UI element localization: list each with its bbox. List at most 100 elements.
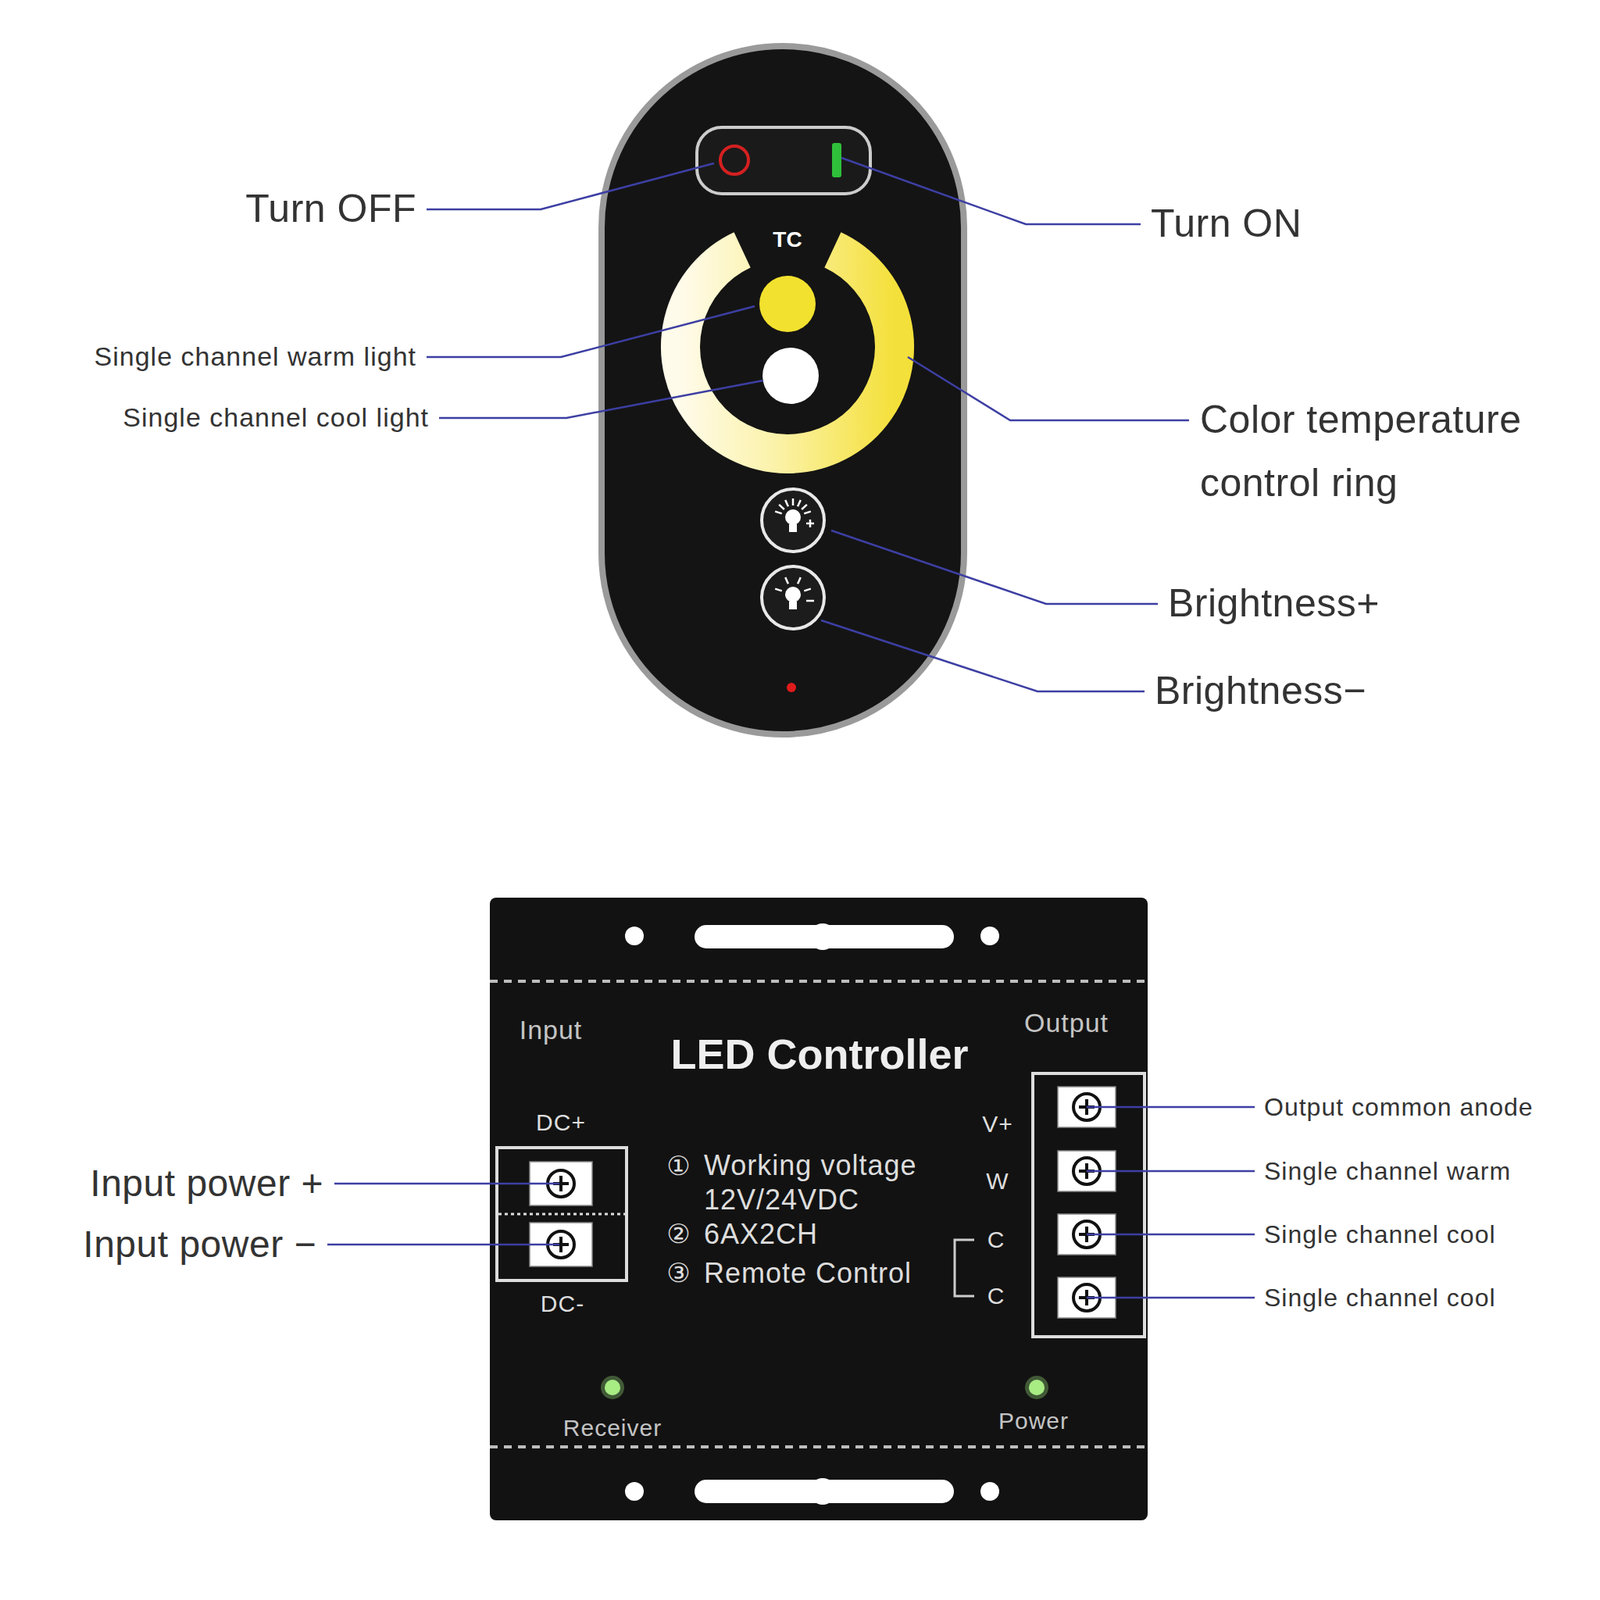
leader-line <box>1086 1296 1255 1300</box>
leader-line <box>439 380 764 418</box>
leader-line <box>841 157 1141 225</box>
remote-control: TC <box>601 46 965 735</box>
brightness-button <box>761 489 825 552</box>
remote-body <box>601 46 965 735</box>
status-led <box>1028 1379 1045 1396</box>
brightness-button <box>761 566 825 629</box>
brightness-button <box>775 511 783 515</box>
callout-number: ② <box>666 1218 691 1250</box>
terminal-frame <box>496 1147 627 1281</box>
brightness-button <box>778 504 785 510</box>
mounting-hole <box>625 1482 644 1501</box>
callout-label: Brightness− <box>1154 668 1367 715</box>
callout-label: Single channel cool <box>1264 1220 1497 1250</box>
spec-note: Working voltage 12V/24VDC <box>703 1148 954 1218</box>
panel-heading: Output <box>1024 1007 1109 1039</box>
indicator-led <box>786 682 797 693</box>
brightness-button <box>775 589 783 592</box>
power-button-panel <box>832 142 842 178</box>
controller-housing <box>489 1445 1148 1449</box>
brightness-button <box>761 489 825 552</box>
callout-label: Input power + <box>89 1161 324 1205</box>
pin-name: V+ <box>982 1110 1014 1139</box>
leader-line <box>327 1243 560 1247</box>
leader-line <box>907 357 1190 421</box>
brightness-button <box>792 498 795 506</box>
power-button-panel <box>696 127 871 194</box>
node-title: TC <box>772 227 802 253</box>
led-label: Power <box>998 1407 1069 1436</box>
callout-label: Single channel cool light <box>122 402 429 433</box>
leader-line <box>426 163 715 210</box>
spec-note: Remote Control <box>703 1257 912 1290</box>
brightness-button <box>785 577 789 584</box>
callout-label: Single channel cool <box>1264 1283 1497 1313</box>
callout-label: Single channel warm <box>1264 1157 1511 1186</box>
status-led <box>604 1379 621 1396</box>
remote-body <box>601 46 965 735</box>
terminal-frame <box>496 1073 1145 1337</box>
callout-label: Input power − <box>82 1222 317 1266</box>
leader-line <box>1086 1170 1255 1173</box>
warm-cool-buttons <box>759 275 816 333</box>
pin-name: DC+ <box>535 1109 586 1137</box>
callout-label: Color temperature control ring <box>1200 388 1568 515</box>
mounting-hole <box>625 926 644 946</box>
power-button-panel <box>696 127 871 194</box>
indicator-led <box>786 682 797 693</box>
callout-label: Turn OFF <box>245 186 417 233</box>
leader-line <box>1086 1233 1255 1236</box>
controller-housing <box>489 897 1148 1521</box>
brightness-button <box>761 489 825 629</box>
controller-housing <box>489 979 1148 983</box>
brightness-button <box>797 577 801 584</box>
pin-name: W <box>985 1167 1009 1196</box>
terminal-screw <box>559 1236 563 1253</box>
brightness-button <box>789 524 797 533</box>
power-button-panel <box>720 146 749 175</box>
brightness-button <box>789 601 797 610</box>
callout-number: ③ <box>666 1257 691 1289</box>
node-title: LED Controller <box>670 1029 968 1079</box>
brightness-button <box>806 600 815 603</box>
brightness-button <box>761 566 825 629</box>
brightness-button <box>785 500 789 507</box>
warm-cool-buttons <box>762 347 819 404</box>
controller-housing <box>489 897 1148 1521</box>
pin-name: C <box>987 1282 1006 1311</box>
status-led <box>1025 1375 1049 1400</box>
callout-label: Output common anode <box>1264 1092 1534 1122</box>
callout-number: ① <box>666 1150 691 1182</box>
leader-line <box>334 1182 560 1186</box>
spec-note: 6AX2CH <box>703 1217 818 1250</box>
mounting-hole <box>980 1482 1000 1501</box>
leader-line <box>821 620 1145 692</box>
led-label: Receiver <box>563 1414 662 1443</box>
brightness-button <box>803 511 811 515</box>
mounting-hole <box>625 923 1000 1505</box>
brightness-button <box>809 519 812 528</box>
terminal-screw <box>559 1175 563 1192</box>
leader-line <box>831 530 1158 604</box>
pin-name: DC- <box>540 1290 585 1318</box>
leader-line <box>426 306 755 358</box>
brightness-button <box>785 509 801 525</box>
callout-label: Turn ON <box>1150 201 1302 247</box>
leader-line <box>1086 1106 1255 1109</box>
panel-heading: Input <box>519 1014 583 1046</box>
mounting-hole <box>980 926 1000 946</box>
callout-label: Single channel warm light <box>94 341 417 372</box>
status-led <box>600 1375 1049 1400</box>
brightness-button <box>803 589 811 592</box>
brightness-button <box>797 500 801 507</box>
pin-name: C <box>987 1226 1006 1254</box>
mounting-hole <box>809 1478 836 1505</box>
status-led <box>600 1375 625 1400</box>
bracket <box>954 1239 975 1297</box>
bracket <box>954 1239 975 1297</box>
brightness-button <box>801 504 808 510</box>
leader-line <box>327 157 1255 1298</box>
callout-label: Brightness+ <box>1167 581 1380 627</box>
terminal-frame <box>498 1213 625 1216</box>
